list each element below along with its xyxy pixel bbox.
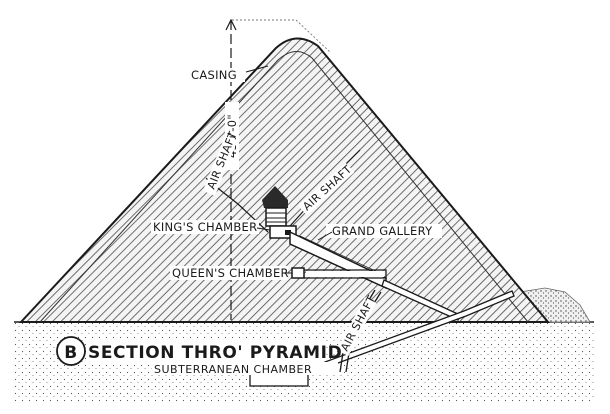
section-letter-circle xyxy=(56,336,86,366)
dimension-arrow-top xyxy=(225,18,237,31)
casing-line xyxy=(39,51,529,323)
casing-label: CASING xyxy=(191,68,237,82)
casing-pointer xyxy=(245,65,269,73)
grand-gallery-label: GRAND GALLERY xyxy=(332,224,433,238)
section-title: SECTION THRO' PYRAMID xyxy=(88,343,342,363)
ascending-passage xyxy=(381,279,461,321)
pyramid-body xyxy=(18,37,551,323)
relieving-chambers xyxy=(265,207,287,227)
section-letter: B xyxy=(64,343,78,363)
queens-passage xyxy=(304,269,387,279)
original-apex-outline xyxy=(232,19,331,53)
queens-chamber-label: QUEEN'S CHAMBER xyxy=(172,266,289,280)
sarcophagus xyxy=(285,230,291,235)
subterranean-chamber-label: SUBTERRANEAN CHAMBER xyxy=(154,363,312,376)
relieving-chambers-roof xyxy=(262,186,288,208)
kings-chamber-label: KING'S CHAMBER xyxy=(153,220,257,234)
queens-chamber-room xyxy=(291,267,305,279)
